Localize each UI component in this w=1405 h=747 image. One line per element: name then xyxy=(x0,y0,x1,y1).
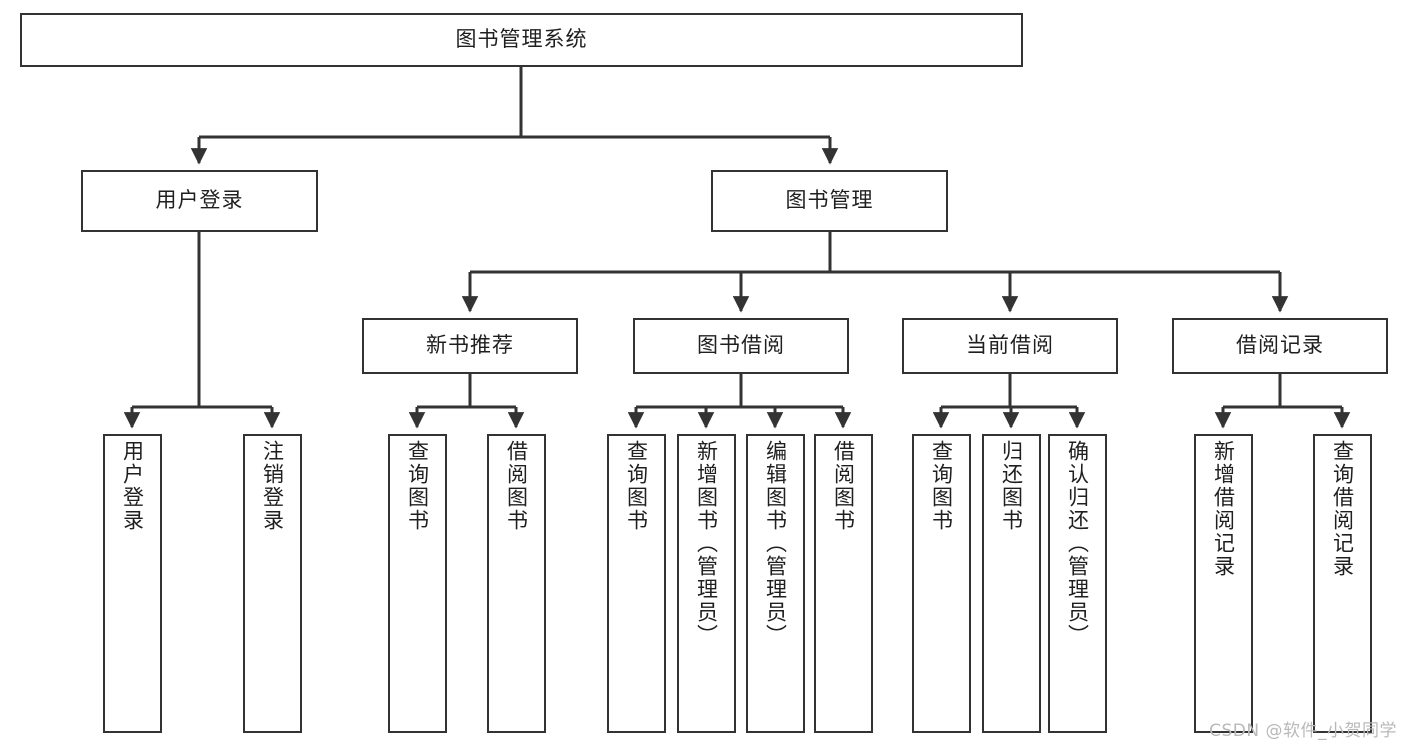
node-leaf-query-borrow-record[interactable]: 查询借阅记录 xyxy=(1313,434,1372,733)
node-leaf-query-borrow-record-label: 查询借阅记录 xyxy=(1330,440,1355,578)
node-user-login[interactable]: 用户登录 xyxy=(81,170,318,232)
node-leaf-confirm-return-admin-label: 确认归还（管理员） xyxy=(1065,440,1090,647)
node-new-book-recommend-label: 新书推荐 xyxy=(426,333,514,358)
node-leaf-query-book-rec-label: 查询图书 xyxy=(405,440,430,532)
node-leaf-query-book-rec[interactable]: 查询图书 xyxy=(388,434,447,733)
node-leaf-edit-book-admin[interactable]: 编辑图书（管理员） xyxy=(746,434,805,733)
node-leaf-borrow-book[interactable]: 借阅图书 xyxy=(814,434,873,733)
node-leaf-borrow-book-label: 借阅图书 xyxy=(831,440,856,532)
node-leaf-query-book-borrow-label: 查询图书 xyxy=(624,440,649,532)
node-leaf-confirm-return-admin[interactable]: 确认归还（管理员） xyxy=(1048,434,1107,733)
node-current-borrow-label: 当前借阅 xyxy=(966,333,1054,358)
node-book-borrow[interactable]: 图书借阅 xyxy=(633,318,849,374)
node-user-login-label: 用户登录 xyxy=(155,188,244,213)
node-leaf-user-login-label: 用户登录 xyxy=(120,440,145,532)
node-new-book-recommend[interactable]: 新书推荐 xyxy=(362,318,578,374)
node-leaf-query-book-current[interactable]: 查询图书 xyxy=(912,434,971,733)
node-leaf-user-logout[interactable]: 注销登录 xyxy=(243,434,302,733)
node-leaf-user-logout-label: 注销登录 xyxy=(260,440,285,532)
node-leaf-add-borrow-record[interactable]: 新增借阅记录 xyxy=(1194,434,1253,733)
csdn-watermark: CSDN @软件_小贺同学 xyxy=(1209,721,1397,741)
node-leaf-return-book-label: 归还图书 xyxy=(999,440,1024,532)
node-leaf-query-book-borrow[interactable]: 查询图书 xyxy=(607,434,666,733)
node-leaf-return-book[interactable]: 归还图书 xyxy=(982,434,1041,733)
node-book-management-label: 图书管理 xyxy=(785,188,874,213)
node-leaf-add-book-admin[interactable]: 新增图书（管理员） xyxy=(677,434,736,733)
node-root[interactable]: 图书管理系统 xyxy=(20,13,1023,67)
node-current-borrow[interactable]: 当前借阅 xyxy=(902,318,1118,374)
node-leaf-add-book-admin-label: 新增图书（管理员） xyxy=(694,440,719,647)
node-borrow-record-label: 借阅记录 xyxy=(1236,333,1324,358)
node-leaf-add-borrow-record-label: 新增借阅记录 xyxy=(1211,440,1236,578)
node-leaf-borrow-book-rec[interactable]: 借阅图书 xyxy=(487,434,546,733)
node-leaf-query-book-current-label: 查询图书 xyxy=(929,440,954,532)
node-leaf-edit-book-admin-label: 编辑图书（管理员） xyxy=(763,440,788,647)
node-book-management[interactable]: 图书管理 xyxy=(711,170,948,232)
node-book-borrow-label: 图书借阅 xyxy=(697,333,785,358)
node-leaf-borrow-book-rec-label: 借阅图书 xyxy=(504,440,529,532)
node-leaf-user-login[interactable]: 用户登录 xyxy=(103,434,162,733)
node-borrow-record[interactable]: 借阅记录 xyxy=(1172,318,1388,374)
node-root-label: 图书管理系统 xyxy=(455,27,588,52)
